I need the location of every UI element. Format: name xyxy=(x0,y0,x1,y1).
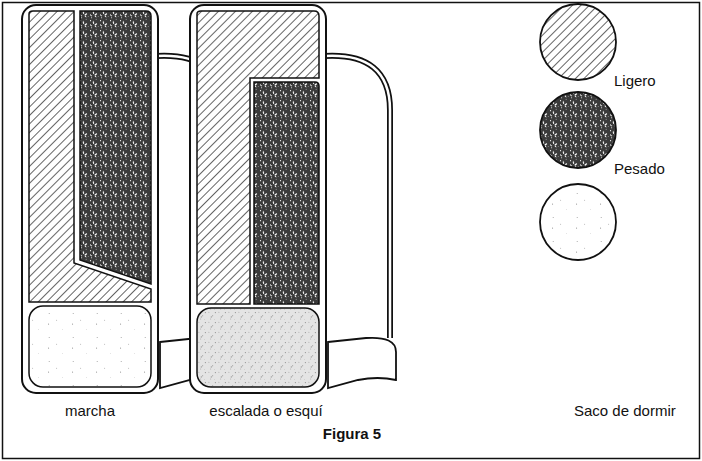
legend-swatch xyxy=(540,4,616,80)
legend-text: Saco de dormir xyxy=(572,402,678,420)
backpack-escalada xyxy=(190,5,396,393)
pack-label: marcha xyxy=(63,402,117,420)
legend-text: Pesado xyxy=(612,160,667,178)
pack-label: escalada o esquí xyxy=(207,402,324,420)
legend-text: Ligero xyxy=(612,72,658,90)
legend-swatch xyxy=(540,92,616,168)
legend-swatch xyxy=(540,184,616,260)
figure-caption: Figura 5 xyxy=(321,425,383,443)
figure-frame xyxy=(3,3,700,459)
